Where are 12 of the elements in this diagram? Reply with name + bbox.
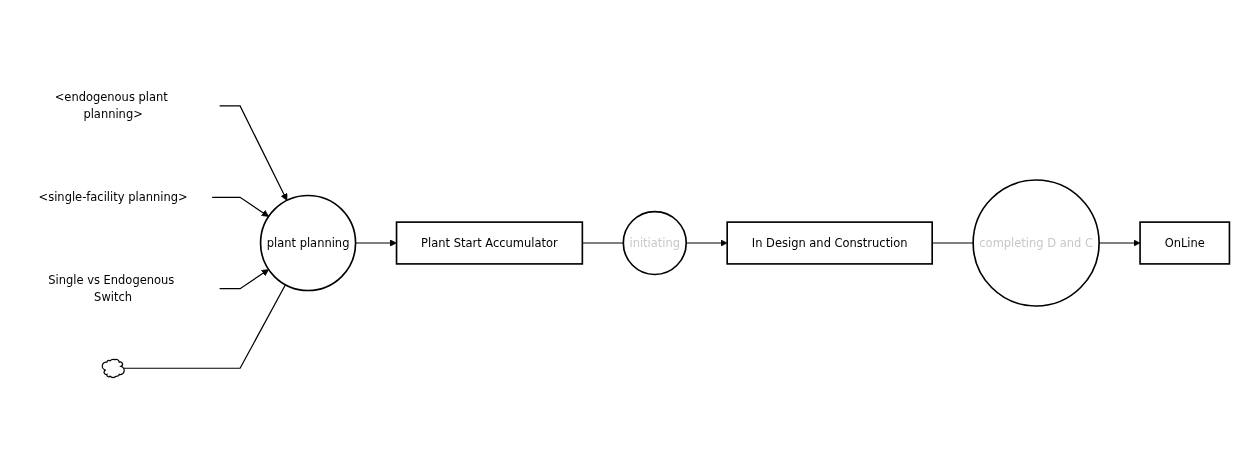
node-text: <single-facility planning> xyxy=(38,190,188,204)
node-box: In Design and Construction xyxy=(726,221,933,265)
node-box: Plant Start Accumulator xyxy=(395,221,584,265)
connector xyxy=(123,284,287,369)
arrow xyxy=(219,105,288,201)
node-text: Single vs Endogenous Switch xyxy=(48,273,175,304)
node-box: OnLine xyxy=(1139,221,1231,265)
arrow xyxy=(211,196,269,217)
arrow xyxy=(219,269,269,290)
node-circle: plant planning xyxy=(259,194,357,292)
node-cloud xyxy=(101,358,125,379)
node-text: <endogenous plant planning> xyxy=(54,90,168,121)
